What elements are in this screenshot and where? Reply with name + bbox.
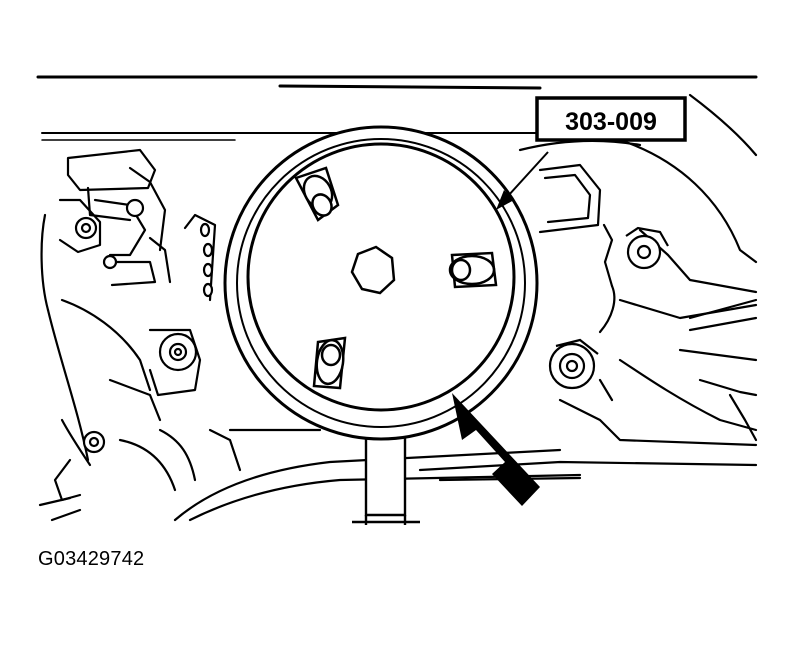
frame-lines: [36, 75, 758, 141]
slotted-pin-right: [448, 251, 498, 289]
left-mechanism: [38, 148, 217, 522]
right-housing: [518, 93, 758, 447]
pointer-arrow: [452, 393, 540, 506]
right-fittings: [548, 226, 669, 390]
holding-tool: [223, 125, 539, 441]
tool-label: 303-009: [535, 96, 687, 142]
slotted-pin-bottom: [312, 336, 347, 390]
tool-shaft: [352, 425, 420, 525]
slotted-pin-top: [294, 166, 340, 222]
left-bolts: [74, 198, 214, 454]
tool-inner-ring: [236, 138, 526, 428]
tool-label-text: 303-009: [565, 108, 657, 136]
figure-id: G03429742: [38, 548, 145, 570]
center-boss: [350, 245, 396, 295]
bottom-engine-lines: [173, 428, 758, 522]
tool-leader-line: [496, 151, 549, 210]
